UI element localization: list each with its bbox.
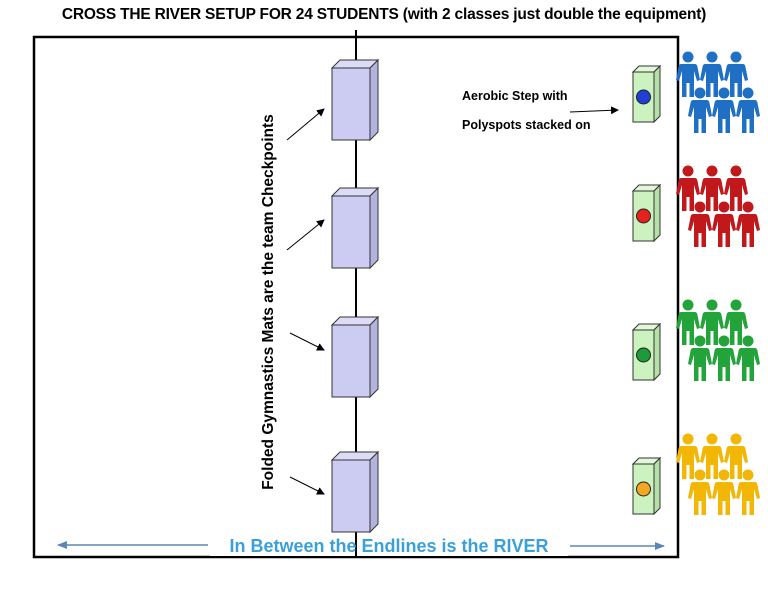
team-blue-students: [676, 51, 760, 133]
mat-icon: [330, 450, 380, 534]
team-red-students: [676, 165, 760, 247]
polyspot-icon: [636, 347, 651, 363]
mats-label: Folded Gymnastics Mats are the team Chec…: [260, 114, 277, 490]
aerobic-step-label-line1: Aerobic Step with: [462, 89, 568, 103]
team-yellow-students: [676, 433, 760, 515]
arrow-icon: [286, 219, 325, 251]
mat-icon: [330, 315, 380, 399]
diagram-title: CROSS THE RIVER SETUP FOR 24 STUDENTS (w…: [61, 6, 707, 23]
aerobic-step-label-line2: Polyspots stacked on: [462, 118, 591, 132]
mat-icon: [330, 58, 380, 142]
arrow-icon: [289, 476, 325, 495]
team-green-students: [676, 299, 760, 381]
aerobic-step-icon: [631, 183, 662, 243]
polyspot-icon: [636, 208, 651, 224]
aerobic-step-icon: [631, 456, 662, 516]
mat-icon: [330, 186, 380, 270]
arrow-icon: [569, 106, 619, 115]
polyspot-icon: [636, 89, 651, 105]
arrow-icon: [286, 108, 325, 141]
arrow-icon: [289, 332, 325, 351]
polyspot-icon: [636, 481, 651, 497]
aerobic-step-icon: [631, 64, 662, 124]
aerobic-step-icon: [631, 322, 662, 382]
river-label: In Between the Endlines is the RIVER: [229, 536, 548, 556]
